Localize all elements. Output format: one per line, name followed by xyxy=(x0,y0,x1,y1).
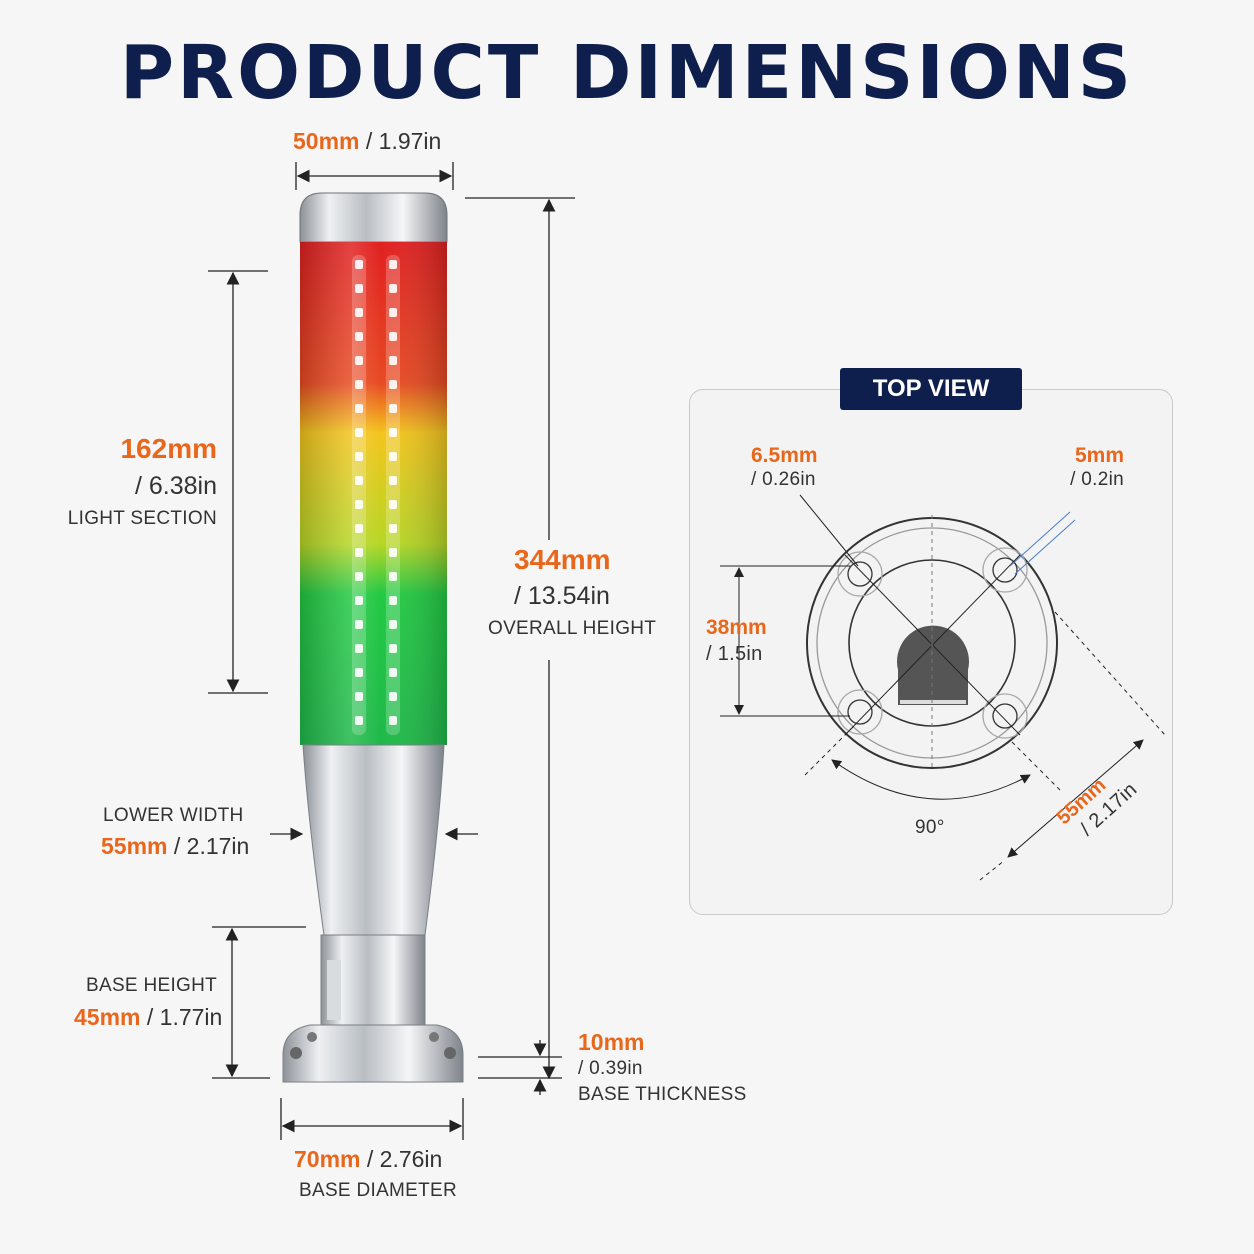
top-width-metric: 50mm xyxy=(293,128,360,154)
led-dot xyxy=(355,692,363,701)
led-dot xyxy=(389,308,397,317)
base-height-label: 45mm / 1.77in xyxy=(74,1004,222,1031)
led-dot xyxy=(389,284,397,293)
led-dot xyxy=(389,332,397,341)
led-dot xyxy=(355,428,363,437)
led-dot xyxy=(389,620,397,629)
led-dot xyxy=(355,548,363,557)
angle-label: 90° xyxy=(915,817,945,838)
led-dot xyxy=(389,524,397,533)
led-dot xyxy=(355,308,363,317)
led-dot xyxy=(389,404,397,413)
base-diameter-metric: 70mm xyxy=(294,1146,361,1172)
led-columns xyxy=(352,255,400,735)
mount-hole-br xyxy=(992,703,1018,729)
led-dots xyxy=(355,260,397,725)
led-dot xyxy=(355,404,363,413)
led-dot xyxy=(355,524,363,533)
lower-width-caption: LOWER WIDTH xyxy=(103,805,244,826)
led-dot xyxy=(389,476,397,485)
page-title: PRODUCT DIMENSIONS xyxy=(119,30,1135,116)
led-dot xyxy=(389,380,397,389)
base-diameter-label: 70mm / 2.76in xyxy=(294,1146,442,1173)
base-thickness-caption: BASE THICKNESS xyxy=(578,1084,747,1105)
lower-width-metric: 55mm xyxy=(101,833,168,859)
base-height-caption: BASE HEIGHT xyxy=(86,975,218,996)
light-section-metric: 162mm xyxy=(120,433,217,464)
led-dot xyxy=(355,476,363,485)
led-dot xyxy=(389,500,397,509)
cable-outlet xyxy=(897,625,970,705)
led-dot xyxy=(355,716,363,725)
hole-spacing-metric: 38mm xyxy=(706,616,767,639)
light-section-caption: LIGHT SECTION xyxy=(67,508,217,529)
led-dot xyxy=(389,452,397,461)
led-dot xyxy=(355,500,363,509)
hole-small-imperial: / 0.2in xyxy=(1070,469,1124,490)
hole-large-imperial: / 0.26in xyxy=(751,469,816,490)
led-dot xyxy=(355,260,363,269)
overall-height-metric: 344mm xyxy=(514,544,611,575)
led-dot xyxy=(389,356,397,365)
led-dot xyxy=(389,572,397,581)
led-dot xyxy=(389,668,397,677)
led-dot xyxy=(355,284,363,293)
top-view-badge: TOP VIEW xyxy=(840,368,1022,410)
base-thickness-imperial: / 0.39in xyxy=(578,1058,643,1079)
led-dot xyxy=(355,380,363,389)
led-dot xyxy=(355,356,363,365)
overall-height-caption: OVERALL HEIGHT xyxy=(488,618,657,639)
led-dot xyxy=(389,692,397,701)
top-width-label: 50mm / 1.97in xyxy=(293,128,441,155)
led-dot xyxy=(389,596,397,605)
led-dot xyxy=(355,452,363,461)
led-dot xyxy=(389,260,397,269)
hole-large-metric: 6.5mm xyxy=(751,444,818,467)
led-dot xyxy=(355,668,363,677)
led-dot xyxy=(355,620,363,629)
mount-hole-tr xyxy=(992,557,1018,583)
hole-small-metric: 5mm xyxy=(1074,444,1124,467)
led-dot xyxy=(355,572,363,581)
light-section-imperial: / 6.38in xyxy=(134,472,217,500)
mount-hole-tl xyxy=(847,561,873,587)
led-dot xyxy=(389,644,397,653)
mount-hole-bl xyxy=(847,699,873,725)
led-dot xyxy=(389,428,397,437)
overall-height-imperial: / 13.54in xyxy=(514,582,610,610)
led-dot xyxy=(355,596,363,605)
top-width-imperial: / 1.97in xyxy=(359,128,442,154)
led-dot xyxy=(389,548,397,557)
base-flange xyxy=(282,1024,464,1083)
base-diameter-imperial: / 2.76in xyxy=(360,1146,443,1172)
lower-width-label: 55mm / 2.17in xyxy=(101,833,249,860)
base-height-metric: 45mm xyxy=(74,1004,141,1030)
top-cap xyxy=(299,192,448,243)
lower-width-imperial: / 2.17in xyxy=(167,833,250,859)
hole-spacing-imperial: / 1.5in xyxy=(706,643,763,665)
led-dot xyxy=(389,716,397,725)
base-diameter-caption: BASE DIAMETER xyxy=(299,1180,458,1201)
base-height-imperial: / 1.77in xyxy=(140,1004,223,1030)
led-dot xyxy=(355,332,363,341)
led-dot xyxy=(355,644,363,653)
base-thickness-metric: 10mm xyxy=(578,1029,645,1055)
